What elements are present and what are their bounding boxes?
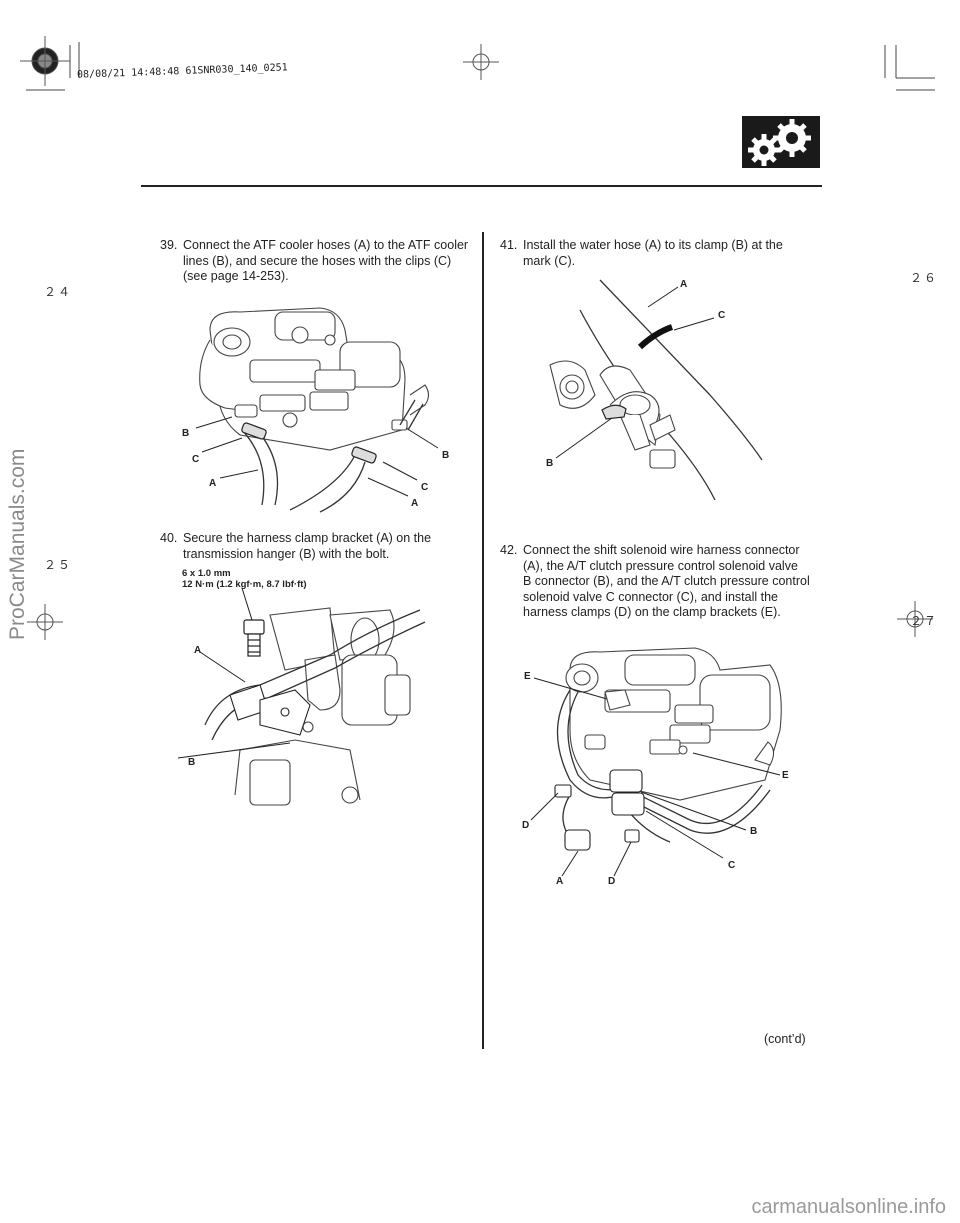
fig4-label-c: C	[728, 860, 736, 871]
fig3-label-b: B	[546, 458, 554, 469]
step-number: 42.	[500, 543, 518, 557]
step-text: Connect the shift solenoid wire harness …	[523, 543, 810, 619]
fig4-label-d-bottom: D	[608, 876, 616, 887]
fig1-label-c-left: C	[192, 454, 200, 465]
crosshair-icon-top-center	[463, 44, 499, 80]
fig2-label-b: B	[188, 757, 196, 768]
side-mark-left-bottom: ２５	[44, 558, 73, 572]
fig1-label-a-right: A	[411, 498, 419, 509]
figure-solenoid-harness	[530, 647, 782, 877]
step-text: Install the water hose (A) to its clamp …	[523, 238, 783, 268]
side-mark-right-bottom: ２７	[910, 614, 939, 628]
fig1-label-c-right: C	[421, 482, 429, 493]
side-mark-left-top: ２４	[44, 285, 73, 299]
fig4-label-e-right: E	[782, 770, 789, 781]
fig1-label-b-right: B	[442, 450, 450, 461]
figure-harness-clamp-bracket	[177, 587, 426, 806]
figure-water-hose	[549, 279, 763, 501]
step-number: 39.	[160, 238, 178, 252]
fig3-label-a: A	[680, 279, 688, 290]
step-text: Connect the ATF cooler hoses (A) to the …	[183, 238, 469, 283]
fig1-label-b-left: B	[182, 428, 190, 439]
step-number: 41.	[500, 238, 518, 252]
fig4-label-d-left: D	[522, 820, 530, 831]
continued-note: (cont’d)	[764, 1032, 806, 1046]
fig2-spec-size: 6 x 1.0 mm	[182, 568, 231, 579]
fig1-label-a-left: A	[209, 478, 217, 489]
watermark-footer: carmanualsonline.info	[751, 1196, 946, 1218]
fig3-label-c: C	[718, 310, 726, 321]
fig2-label-a: A	[194, 645, 202, 656]
crosshair-icon-top-left	[20, 36, 70, 86]
fig2-spec-torque: 12 N·m (1.2 kgf·m, 8.7 lbf·ft)	[182, 579, 307, 590]
step-text: Secure the harness clamp bracket (A) on …	[183, 531, 432, 561]
side-mark-right-top: ２６	[910, 271, 939, 285]
figure-atf-cooler-hoses	[195, 307, 439, 513]
crosshair-icon-left	[27, 604, 63, 640]
watermark-vertical: ProCarManuals.com	[6, 448, 29, 640]
step-number: 40.	[160, 531, 178, 545]
fig4-label-e-top: E	[524, 671, 531, 682]
gear-icon	[742, 116, 820, 168]
crosshair-icon-right	[897, 601, 933, 637]
fig4-label-b: B	[750, 826, 758, 837]
fig4-label-a: A	[556, 876, 564, 887]
